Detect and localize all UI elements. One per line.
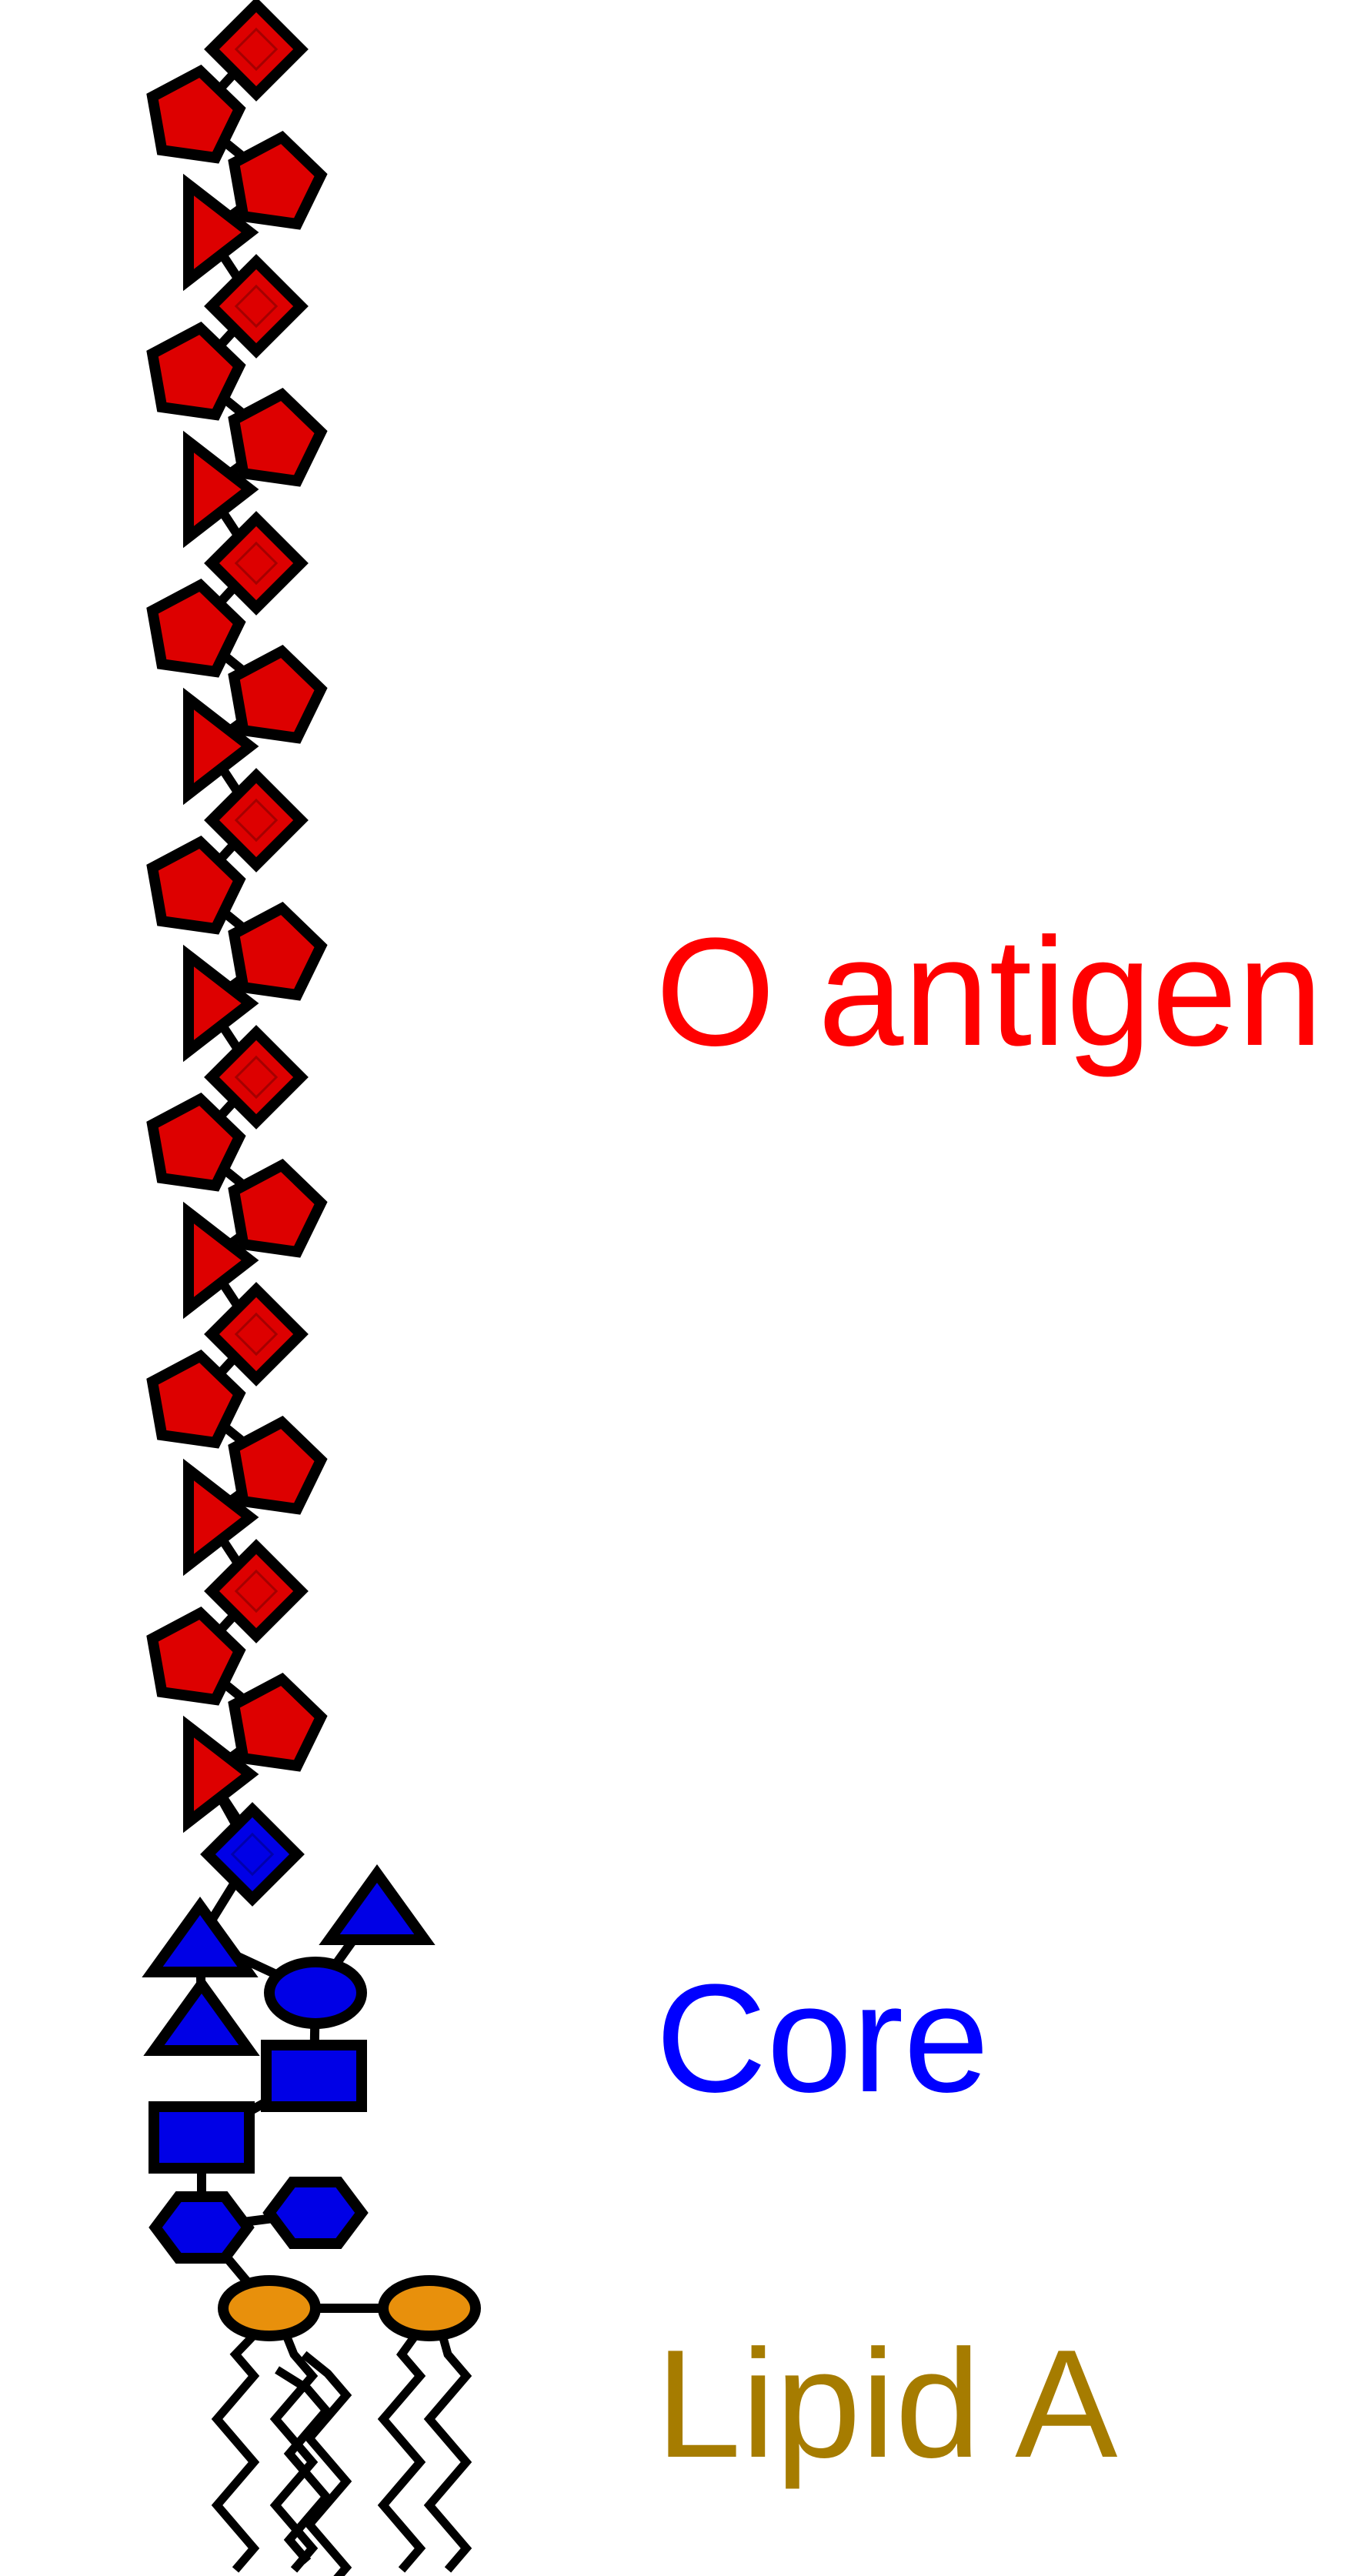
core-rectangle [149,2101,255,2174]
o-antigen-pentagon [228,1673,328,1772]
o-antigen-pentagon [146,1607,246,1706]
o-antigen-triangle [183,1201,259,1320]
core-hexagon [262,2177,369,2249]
o-antigen-diamond [204,1282,309,1386]
core-triangle [319,1864,436,1945]
o-antigen-pentagon [228,1159,328,1258]
core-triangle [143,1975,260,2056]
o-antigen-pentagon [228,1416,328,1515]
o-antigen-diamond [204,768,309,873]
o-antigen-triangle [183,687,259,806]
o-antigen-pentagon [146,1350,246,1449]
acyl-chains [211,2332,472,2576]
o-antigen-pentagon [228,902,328,1001]
o-antigen-diamond [204,0,309,102]
o-antigen-pentagon [228,645,328,744]
o-antigen-triangle [183,173,259,292]
acyl-chain [275,2366,332,2564]
o-antigen-pentagon [146,836,246,935]
o-antigen-diamond-inner [234,1569,279,1613]
core-diamond [200,1802,305,1907]
lipid-a-ellipse [378,2275,481,2341]
o-antigen-diamond-inner [234,1055,279,1099]
sugar-residues [142,0,481,2341]
lipid-a-ellipse [218,2275,321,2341]
o-antigen-diamond [204,1539,309,1643]
o-antigen-pentagon [146,65,246,164]
acyl-chain [211,2332,260,2573]
o-antigen-diamond [204,1025,309,1130]
o-antigen-diamond-inner [234,1312,279,1356]
acyl-chain [377,2332,426,2573]
o-antigen-pentagon [228,388,328,487]
core-hexagon [149,2191,255,2264]
o-antigen-diamond [204,511,309,616]
o-antigen-diamond-inner [234,27,279,72]
o-antigen-triangle [183,1458,259,1577]
core-label: Core [656,1953,990,2124]
o-antigen-diamond-inner [234,284,279,329]
o-antigen-pentagon [146,579,246,678]
o-antigen-label: O antigen [656,906,1323,1078]
o-antigen-pentagon [146,1093,246,1192]
core-triangle [142,1897,259,1977]
o-antigen-triangle [183,430,259,549]
acyl-chain [423,2334,472,2573]
core-diamond-inner [230,1832,275,1877]
o-antigen-triangle [183,944,259,1063]
core-ellipse [264,1957,367,2029]
lipid-a-label: Lipid A [656,2318,1118,2490]
o-antigen-diamond-inner [234,541,279,586]
o-antigen-diamond [204,254,309,359]
o-antigen-pentagon [146,322,246,421]
o-antigen-triangle [183,1715,259,1834]
acyl-chain [301,2351,352,2576]
o-antigen-diamond-inner [234,798,279,843]
core-rectangle [261,2040,367,2112]
o-antigen-pentagon [228,131,328,230]
